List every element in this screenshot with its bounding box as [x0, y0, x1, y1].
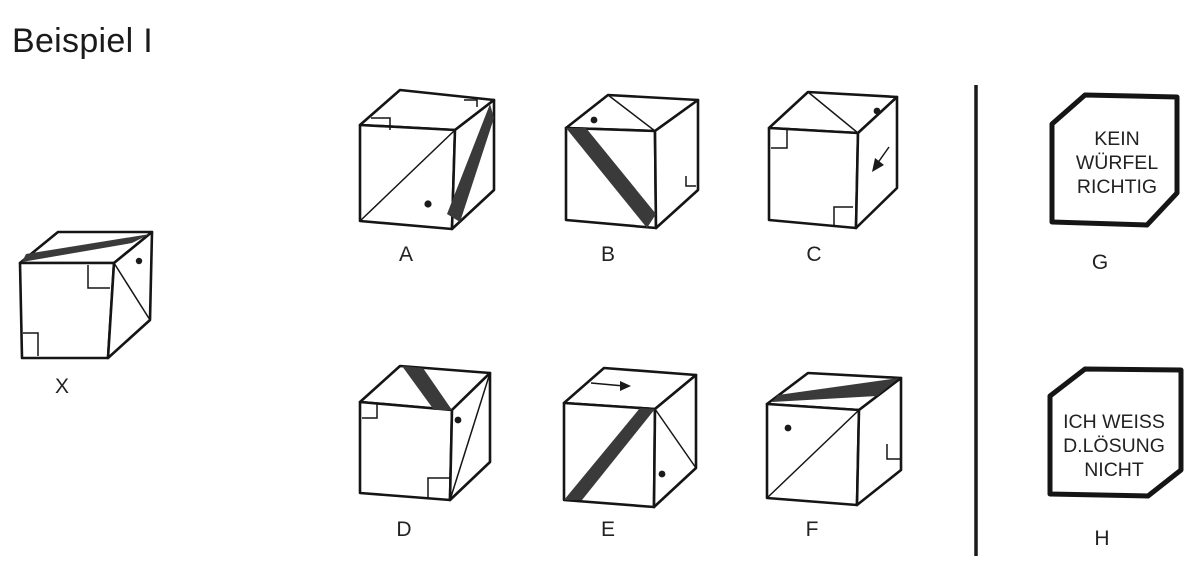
option-h-hexagon: [1047, 366, 1184, 499]
option-g-hexagon: [1049, 92, 1180, 228]
cube-d-dot: [454, 416, 462, 424]
cube-f[interactable]: F: [765, 371, 903, 541]
cube-e-dot: [658, 470, 666, 478]
option-h-label: H: [1094, 527, 1109, 550]
cube-c-corner-mark-bottom: [833, 206, 853, 226]
cube-b-dot: [590, 116, 598, 124]
option-h-line-1: ICH WEISS: [1063, 411, 1165, 433]
cube-c[interactable]: C: [767, 90, 899, 266]
cube-x-corner-mark-bottom: [23, 332, 39, 356]
option-h[interactable]: ICH WEISS D.LÖSUNG NICHT H: [1047, 366, 1184, 550]
cube-a-corner-mark-right: [464, 99, 478, 107]
cube-c-arrow-head: [872, 158, 884, 172]
cube-a-label: A: [399, 243, 413, 266]
cube-a-front-diagonal: [359, 129, 456, 222]
cube-c-label: C: [806, 243, 821, 266]
cube-e-arrow-shaft: [590, 382, 625, 387]
option-g-line-1: KEIN: [1094, 128, 1140, 150]
cube-d-label: D: [396, 518, 411, 541]
cube-d-dark-band: [402, 366, 452, 410]
cube-e-dark-band: [564, 408, 655, 500]
cube-x-dot: [135, 257, 143, 265]
cube-e-side-diagonal: [654, 408, 697, 469]
option-g-line-2: WÜRFEL: [1076, 152, 1158, 174]
cube-e-label: E: [601, 518, 615, 541]
cube-c-dot: [873, 107, 881, 115]
cube-x-front-face: [18, 261, 116, 360]
cube-f-label: F: [806, 518, 819, 541]
cube-a-dark-band: [447, 104, 494, 222]
page-title: Beispiel I: [12, 22, 153, 60]
cube-b[interactable]: B: [564, 93, 700, 266]
cube-a-dot: [424, 200, 432, 208]
cube-b-label: B: [601, 243, 615, 266]
cube-b-top-diagonal: [607, 94, 656, 132]
option-h-line-3: NICHT: [1084, 459, 1144, 481]
cube-f-dot: [784, 424, 792, 432]
cube-b-side-face: [653, 98, 700, 230]
cube-d[interactable]: D: [358, 364, 492, 541]
cube-x[interactable]: X: [18, 230, 154, 398]
cube-d-front-face: [358, 400, 454, 502]
cube-b-dark-band: [566, 128, 656, 228]
option-h-line-2: D.LÖSUNG: [1063, 435, 1165, 457]
cube-d-side-diagonal: [449, 372, 491, 501]
cube-c-top-diagonal: [807, 91, 859, 134]
cube-a[interactable]: A: [358, 88, 496, 266]
cube-x-corner-mark-top: [87, 265, 110, 289]
cube-d-corner-mark-top: [362, 403, 378, 419]
cube-f-front-diagonal: [766, 409, 860, 499]
cube-x-side-diagonal: [113, 262, 151, 321]
cube-e[interactable]: E: [562, 366, 698, 541]
option-g-label: G: [1092, 251, 1108, 274]
cube-f-dark-band: [772, 378, 899, 402]
cube-x-dark-band: [22, 234, 150, 262]
cube-a-front-face: [358, 123, 457, 231]
cube-c-front-face: [767, 126, 860, 230]
cube-a-corner-mark-left: [371, 117, 391, 130]
option-g-line-3: RICHTIG: [1077, 176, 1157, 198]
cube-x-label: X: [55, 375, 69, 398]
cube-f-corner-mark: [886, 444, 900, 460]
cube-d-corner-mark-bottom: [427, 477, 450, 498]
cube-b-corner-mark: [685, 176, 696, 187]
cube-c-corner-mark-top: [771, 130, 788, 149]
cube-e-arrow-head: [620, 381, 631, 391]
option-g[interactable]: KEIN WÜRFEL RICHTIG G: [1049, 92, 1180, 274]
cube-f-side-face: [855, 376, 903, 507]
